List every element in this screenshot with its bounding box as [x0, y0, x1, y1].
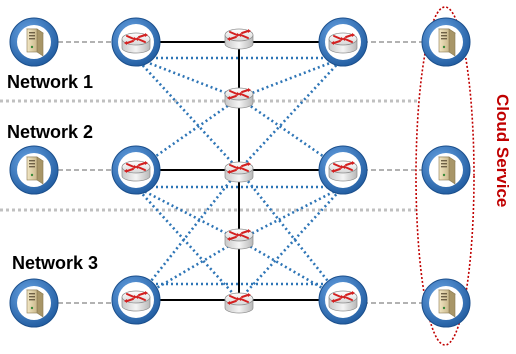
router-icon — [328, 160, 358, 182]
dotted-link — [237, 169, 345, 301]
router-icon — [121, 32, 151, 54]
network-1-label: Network 1 — [7, 72, 93, 92]
router-icon — [224, 292, 254, 314]
edge-router-node — [318, 17, 368, 67]
edge-router-node — [111, 17, 161, 67]
access-links — [58, 41, 423, 304]
dotted-link — [135, 56, 240, 100]
cloud-server-node — [421, 278, 471, 328]
router-icon — [328, 32, 358, 54]
dotted-link — [135, 57, 240, 171]
router-icon — [121, 290, 151, 312]
cloud-server-node — [421, 17, 471, 67]
edge-router-node — [318, 275, 368, 325]
server-node — [9, 145, 59, 195]
core-router-node — [224, 161, 254, 183]
server-icon — [26, 156, 44, 185]
edge-router-node — [318, 145, 368, 195]
router-icon — [328, 290, 358, 312]
dotted-link — [238, 57, 344, 171]
network-2-label: Network 2 — [7, 122, 93, 142]
core-router-node — [224, 87, 254, 109]
dotted-link — [134, 169, 241, 301]
server-icon — [26, 289, 44, 318]
router-icon — [224, 87, 254, 109]
network-3-label: Network 3 — [12, 253, 98, 273]
dotted-link — [238, 56, 344, 100]
dotted-link — [135, 186, 240, 301]
server-node — [9, 17, 59, 67]
cloud-server-node — [421, 145, 471, 195]
server-node — [9, 278, 59, 328]
core-router-node — [224, 228, 254, 250]
cloud-service-label: Cloud Service — [493, 94, 512, 207]
server-icon — [438, 156, 456, 185]
router-icon — [121, 160, 151, 182]
router-icon — [224, 28, 254, 50]
dotted-link — [135, 185, 240, 242]
core-router-node — [224, 292, 254, 314]
edge-router-node — [111, 145, 161, 195]
core-router-node — [224, 28, 254, 50]
edge-router-node — [111, 275, 161, 325]
dotted-link — [238, 186, 344, 301]
server-icon — [438, 28, 456, 57]
router-icon — [224, 228, 254, 250]
router-icon — [224, 161, 254, 183]
server-icon — [438, 289, 456, 318]
dotted-link — [238, 185, 344, 242]
cloud-service-boundary — [415, 6, 475, 346]
server-icon — [26, 28, 44, 57]
network-separators — [0, 99, 420, 212]
